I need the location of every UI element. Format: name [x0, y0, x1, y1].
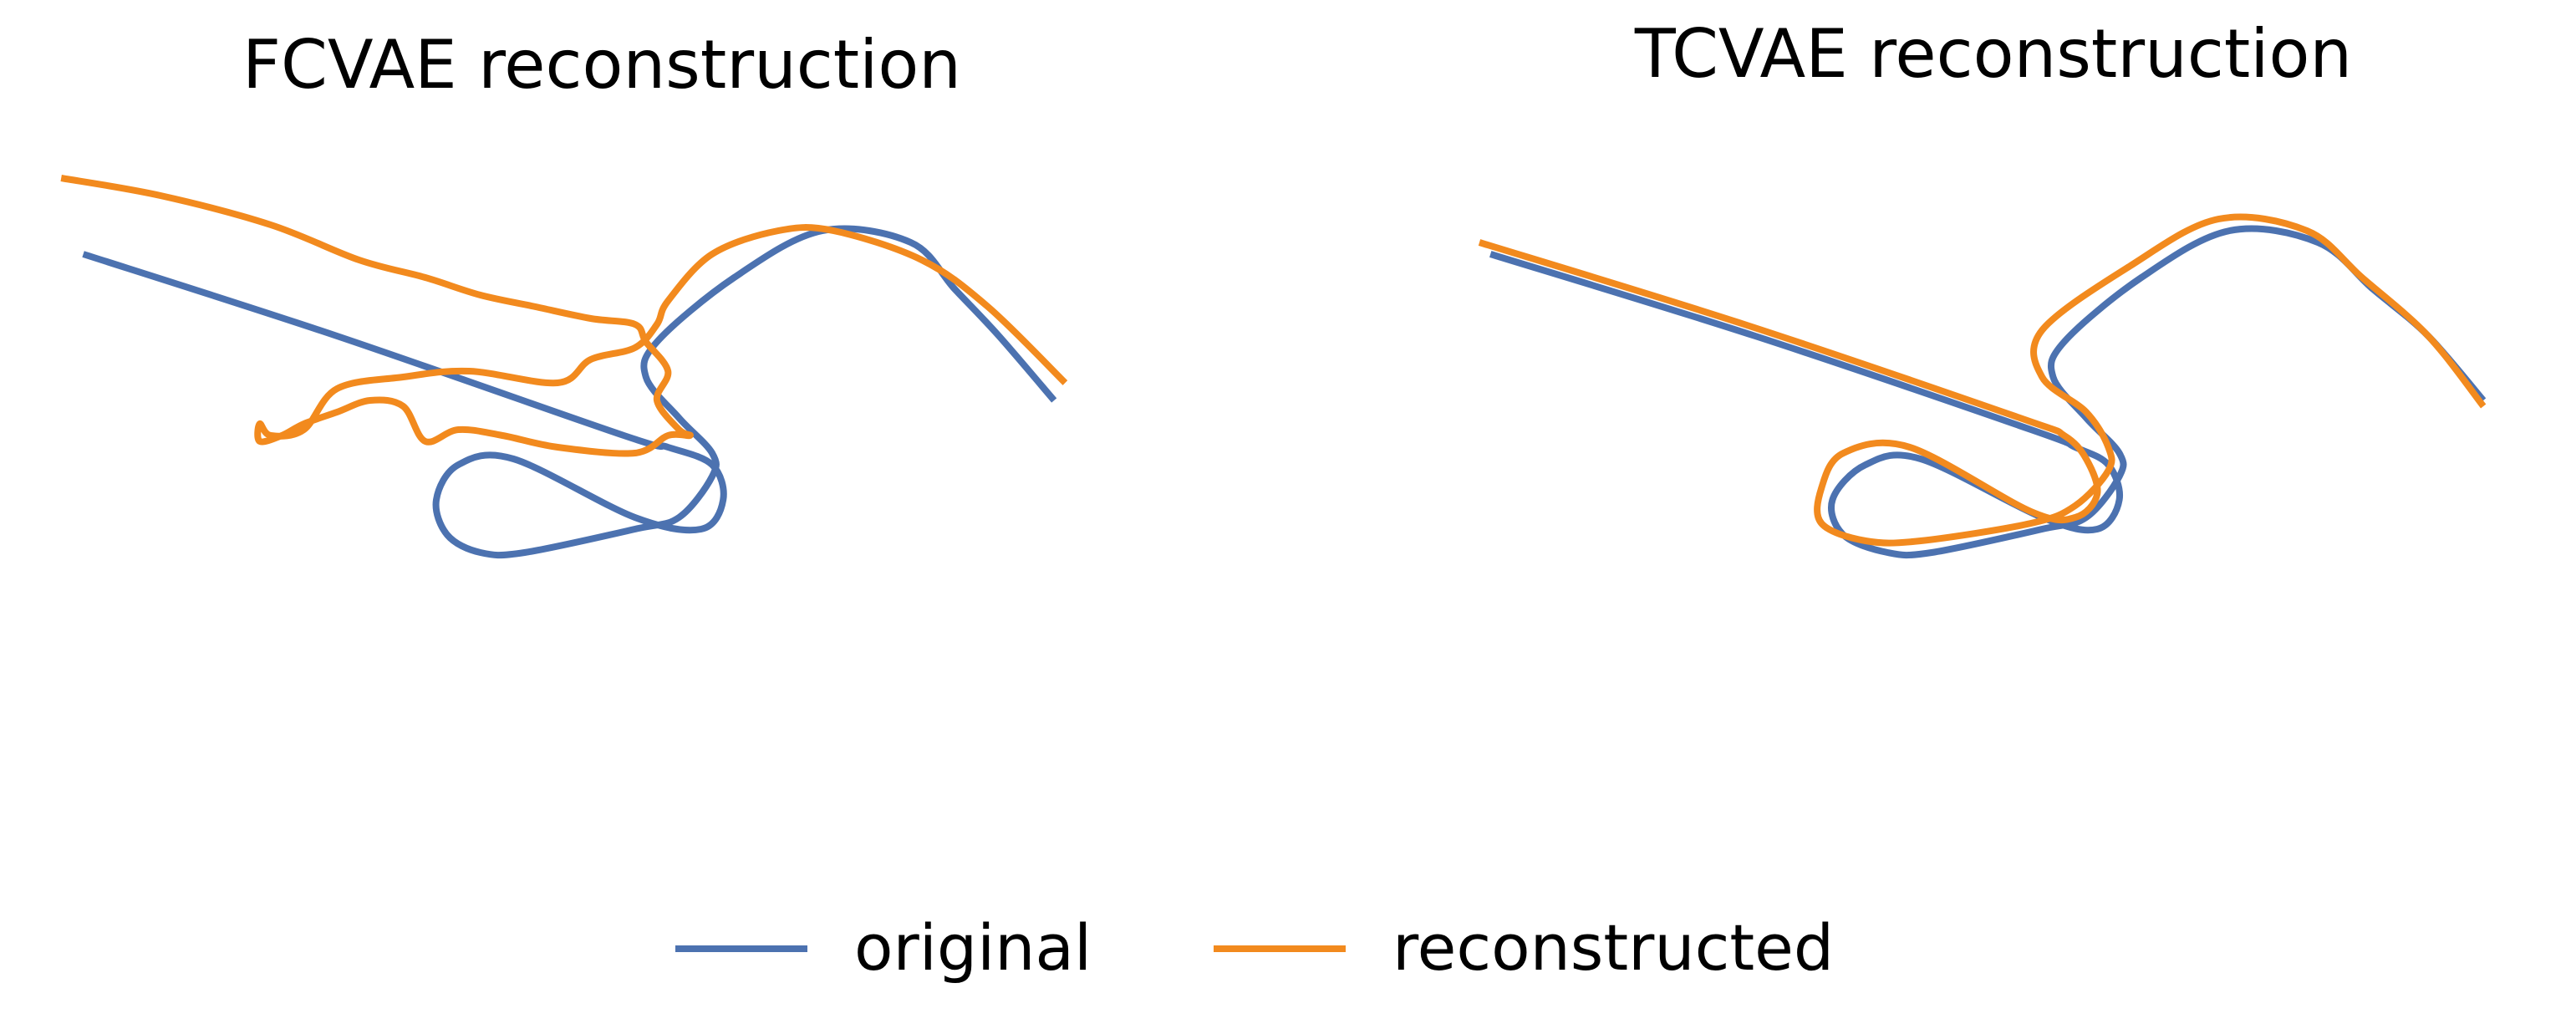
- fcvae-series-original: [82, 225, 1057, 559]
- tcvae-panel: TCVAE reconstruction: [1478, 15, 2487, 559]
- fcvae-plot-area: [60, 175, 1068, 559]
- fcvae-panel-title: FCVAE reconstruction: [242, 26, 961, 104]
- tcvae-plot-area: [1478, 213, 2487, 559]
- tcvae-series-reconstructed: [1478, 213, 2487, 547]
- legend: original reconstructed: [675, 910, 1834, 985]
- tcvae-panel-title: TCVAE reconstruction: [1634, 15, 2352, 93]
- fcvae-panel: FCVAE reconstruction: [60, 26, 1068, 559]
- legend-label-reconstructed: reconstructed: [1392, 910, 1834, 985]
- legend-label-original: original: [854, 910, 1092, 985]
- tcvae-series-original: [1489, 225, 2487, 559]
- fcvae-series-reconstructed: [60, 175, 1068, 457]
